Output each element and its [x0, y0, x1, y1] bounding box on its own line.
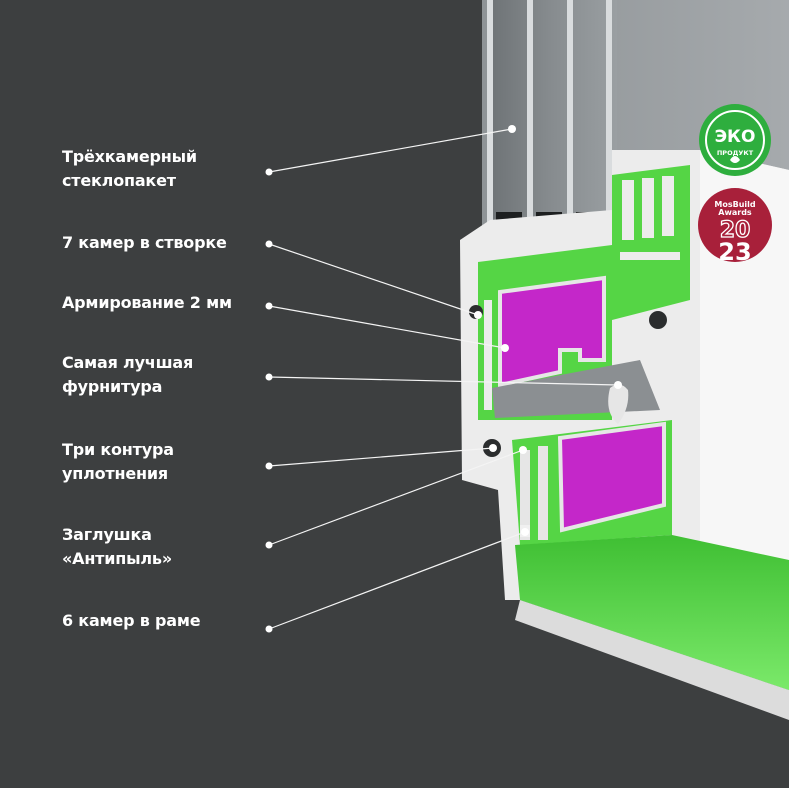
callout-dot — [501, 344, 509, 352]
callout-label-sash-chambers: 7 камер в створке — [62, 233, 227, 252]
award-badge-line2: Awards — [718, 208, 752, 217]
callout-label-seals: Три контура уплотнения — [62, 440, 174, 483]
eco-badge-title: ЭКО — [715, 127, 756, 147]
callout-dot — [489, 444, 497, 452]
leaf-icon — [730, 156, 740, 163]
callout-dot — [265, 302, 273, 310]
glazing-unit — [487, 0, 617, 242]
callout-dot — [265, 168, 273, 176]
callout-dot — [265, 462, 273, 470]
eco-badge: ЭКО ПРОДУКТ — [699, 104, 771, 176]
callout-dot — [508, 125, 516, 133]
callout-dot — [614, 381, 622, 389]
callout-label-hardware: Самая лучшая фурнитура — [62, 353, 194, 396]
callout-dot — [265, 625, 273, 633]
eco-badge-subtitle: ПРОДУКТ — [717, 149, 754, 157]
award-badge-year-bottom: 23 — [718, 238, 751, 266]
award-badge-year-top: 20 — [720, 218, 751, 243]
seals — [469, 305, 667, 457]
callout-dot — [519, 446, 527, 454]
sash-reinforcement — [498, 275, 606, 388]
award-badge: MosBuild Awards 20 23 — [698, 188, 772, 266]
callout-label-dust-plug: Заглушка «Антипыль» — [62, 525, 172, 568]
callout-leaders — [268, 128, 619, 630]
callout-dot — [265, 240, 273, 248]
hardware-detail — [608, 384, 629, 424]
callout-dots — [265, 125, 622, 633]
award-badge-line1: MosBuild — [714, 200, 755, 209]
callout-label-glazing: Трёхкамерный стеклопакет — [62, 147, 197, 190]
callout-dot — [265, 541, 273, 549]
callout-label-frame-chambers: 6 камер в раме — [62, 611, 201, 630]
callout-dot — [265, 373, 273, 381]
callout-label-reinforcement: Армирование 2 мм — [62, 293, 232, 312]
callout-dot — [474, 311, 482, 319]
frame-reinforcement — [557, 421, 666, 533]
callout-dot — [521, 528, 529, 536]
